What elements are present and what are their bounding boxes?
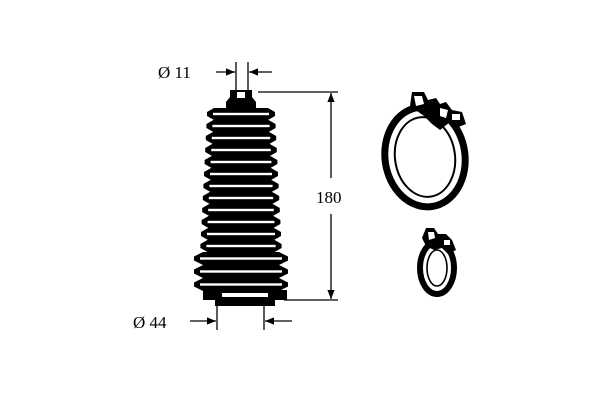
boot-ring-highlight (206, 244, 276, 248)
bellows-boot (194, 90, 288, 306)
small-hose-clamp (417, 228, 457, 297)
boot-ring-highlight (207, 232, 275, 236)
boot-ring-highlight (211, 136, 271, 140)
boot-neck (226, 90, 256, 108)
bottom-diameter-dimension: Ø 44 (133, 306, 292, 332)
boot-ring-highlight (200, 270, 282, 273)
boot-ring-highlight (200, 257, 282, 260)
boot-ring-highlight (212, 124, 270, 128)
boot-ring-highlight (207, 220, 275, 224)
boot-ring-highlight (211, 148, 271, 152)
boot-collar (203, 290, 287, 306)
bottom-diameter-label: Ø 44 (133, 313, 167, 332)
length-label: 180 (316, 188, 342, 207)
boot-ring-highlight (209, 184, 273, 188)
top-diameter-label: Ø 11 (158, 63, 191, 82)
large-hose-clamp (381, 92, 469, 211)
boot-ring-highlight (210, 160, 272, 164)
boot-ring-highlight (200, 283, 282, 286)
length-dimension: 180 (258, 91, 342, 301)
boot-ring-highlight (213, 112, 269, 116)
boot-ring-highlight (208, 196, 274, 200)
boot-ring-highlight (208, 208, 274, 212)
boot-corrugations (194, 108, 288, 291)
boot-ring-highlight (210, 172, 272, 176)
top-diameter-dimension: Ø 11 (158, 62, 272, 92)
